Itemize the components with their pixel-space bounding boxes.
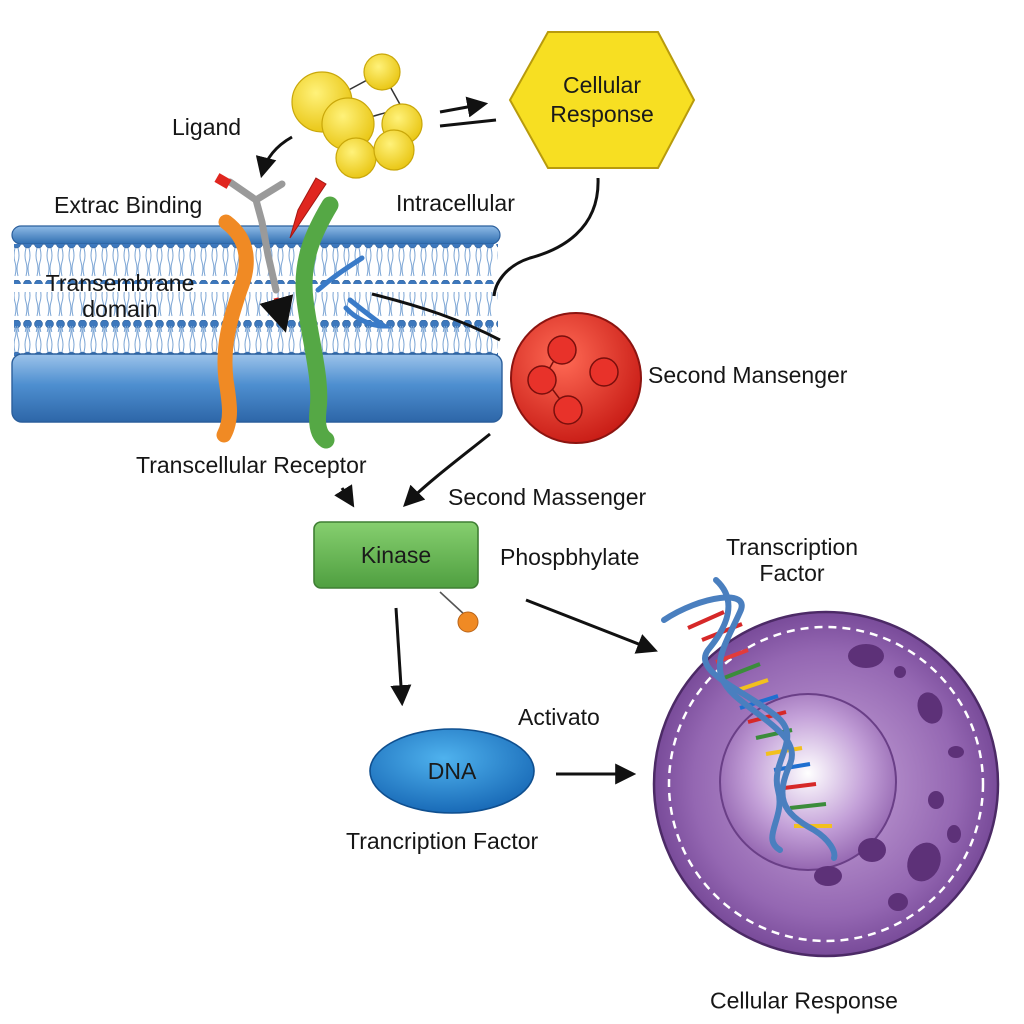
connector-hexagon-to-membrane xyxy=(492,177,600,297)
label-cellular-response-bottom: Cellular Response xyxy=(710,987,898,1014)
phosphate-dot xyxy=(457,611,479,633)
grey-binding-site xyxy=(226,178,286,294)
hexagon-text-line1: Cellular xyxy=(563,72,641,99)
label-phospbhylate: Phospbhylate xyxy=(500,544,640,570)
label-transmembrane-line2: domain xyxy=(82,296,158,323)
kinase-box xyxy=(313,521,479,589)
arrow-ligand-to-binding xyxy=(255,135,293,179)
label-transcription-line1: Transcription xyxy=(725,534,859,560)
kinase-label: Kinase xyxy=(360,541,432,568)
hexagon-text: Cellular Response xyxy=(510,32,694,168)
label-extrac-binding: Extrac Binding xyxy=(54,192,203,218)
label-activato: Activato xyxy=(518,704,600,730)
label-second-massenger: Second Massenger xyxy=(448,484,647,510)
dna-helix xyxy=(661,577,838,861)
arrow-ligand-to-hexagon xyxy=(439,96,497,128)
arrow-kinase-to-dna xyxy=(390,607,412,707)
red-binding-tip xyxy=(214,173,232,189)
arrow-second-messenger-to-kinase xyxy=(403,432,491,507)
label-transmembrane-domain: Transembrane domain xyxy=(28,270,212,323)
label-transcription-factor-top: Transcription Factor xyxy=(700,534,884,587)
blue-shape-in-membrane xyxy=(315,255,393,329)
label-second-mansenger: Second Mansenger xyxy=(648,362,848,388)
label-intracellular: Intracellular xyxy=(396,190,515,216)
orange-receptor-strand xyxy=(216,214,254,443)
label-transcellular-receptor: Transcellular Receptor xyxy=(136,452,367,478)
arrow-phosphorylate-to-cell xyxy=(525,598,658,654)
label-trancription-factor: Trancription Factor xyxy=(346,828,539,854)
red-blade xyxy=(289,177,327,239)
red-arrow-in-membrane xyxy=(259,294,294,333)
dna-label: DNA xyxy=(427,757,477,784)
arrow-receptor-to-kinase xyxy=(334,484,355,508)
dna-ellipse xyxy=(369,728,535,814)
label-transmembrane-line1: Transembrane xyxy=(45,270,195,296)
label-ligand: Ligand xyxy=(172,114,242,140)
label-transcription-line2: Factor xyxy=(759,560,825,587)
second-messenger-sphere xyxy=(510,312,642,444)
cell-membrane xyxy=(11,225,503,423)
green-receptor-strand xyxy=(295,196,339,449)
connector-receptor-to-second-messenger xyxy=(371,292,501,342)
hexagon-text-line2: Response xyxy=(550,101,654,127)
phosphate-stalk xyxy=(439,591,467,617)
cellular-response-hexagon xyxy=(508,31,696,169)
ligand-molecule xyxy=(291,53,423,179)
